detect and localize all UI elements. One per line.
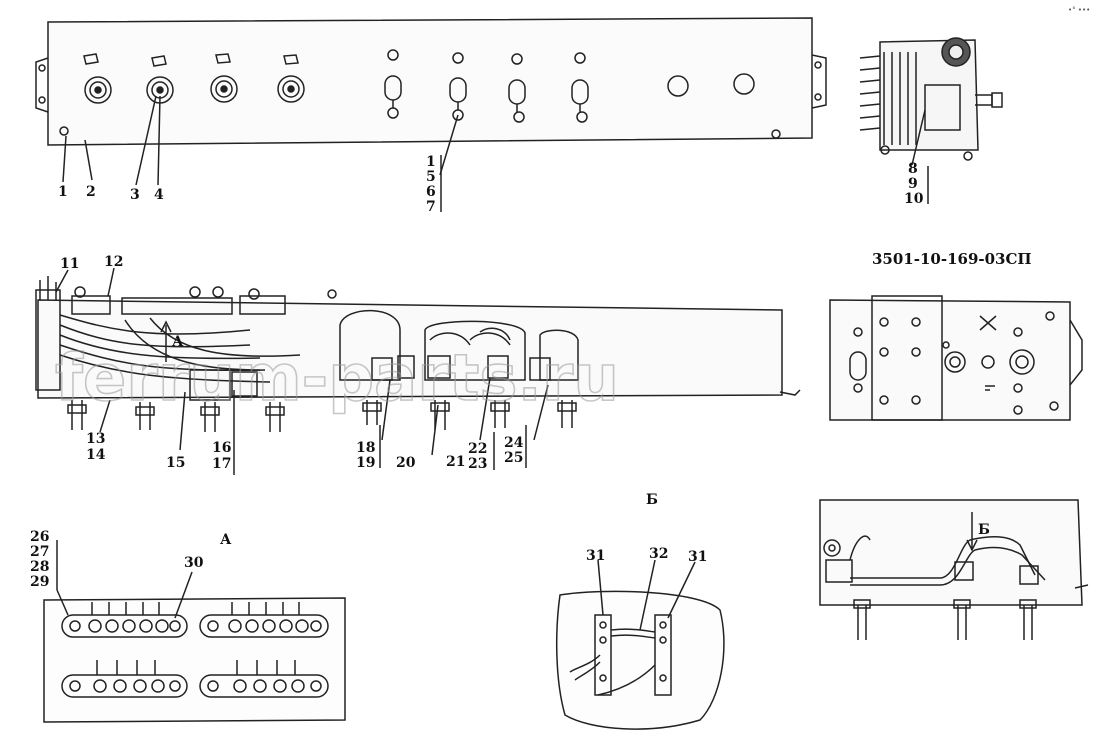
callout-12: 12 xyxy=(104,254,123,270)
arrow-b-label: Б xyxy=(978,522,990,538)
knob-1 xyxy=(83,53,112,104)
callout-2: 2 xyxy=(86,184,96,200)
callout-15: 15 xyxy=(166,455,185,471)
terminal-strip-1 xyxy=(61,602,188,638)
right-front-view xyxy=(829,295,1083,421)
callout-10: 10 xyxy=(904,191,924,207)
callout-30: 30 xyxy=(184,555,204,571)
callout-20: 20 xyxy=(396,455,416,471)
callout-9: 9 xyxy=(908,176,918,192)
corner-mark: •° ••• xyxy=(1068,6,1090,14)
callout-29: 29 xyxy=(30,574,49,590)
view-b-detail xyxy=(555,559,725,730)
main-section-view xyxy=(35,267,801,475)
knob-3 xyxy=(210,53,238,103)
view-a-label: А xyxy=(220,532,232,548)
callout-8: 8 xyxy=(908,161,918,177)
callout-27: 27 xyxy=(30,544,49,560)
callout-1b: 1 xyxy=(426,154,436,170)
callout-28: 28 xyxy=(30,559,49,575)
callout-25: 25 xyxy=(504,450,523,466)
toggle-1 xyxy=(384,49,402,119)
callout-17: 17 xyxy=(212,456,231,472)
callout-labels: 1 2 3 4 1 5 6 7 8 9 10 3501-10-169-03СП … xyxy=(30,154,1032,590)
callout-24: 24 xyxy=(504,435,524,451)
toggle-2 xyxy=(449,52,467,121)
callout-31-right: 31 xyxy=(688,549,707,565)
callout-18: 18 xyxy=(356,440,375,456)
right-section-view xyxy=(819,499,1089,640)
callout-11: 11 xyxy=(60,256,79,272)
bolt-row xyxy=(67,400,577,432)
callout-6: 6 xyxy=(426,184,436,200)
callout-19: 19 xyxy=(356,455,375,471)
front-panel-view xyxy=(35,17,827,212)
knob-4 xyxy=(277,54,305,103)
arrow-a-label: А xyxy=(172,334,184,350)
callout-22: 22 xyxy=(468,441,487,457)
watermark: ferrum-parts.ru xyxy=(55,342,619,416)
callout-13: 13 xyxy=(86,431,105,447)
callout-3: 3 xyxy=(130,187,140,203)
terminal-strip-2 xyxy=(199,602,329,638)
callout-5: 5 xyxy=(426,169,436,185)
terminal-strip-4 xyxy=(199,660,329,698)
view-a-terminal-strips xyxy=(43,540,346,723)
callout-14: 14 xyxy=(86,447,106,463)
callout-16: 16 xyxy=(212,440,231,456)
callout-26: 26 xyxy=(30,529,49,545)
view-b-label: Б xyxy=(646,492,658,508)
terminal-strip-3 xyxy=(61,660,188,698)
callout-32: 32 xyxy=(649,546,668,562)
toggle-3 xyxy=(508,53,526,123)
callout-31-left: 31 xyxy=(586,548,605,564)
callout-7: 7 xyxy=(426,199,436,215)
callout-4: 4 xyxy=(154,187,164,203)
side-view xyxy=(859,37,1003,204)
callout-21: 21 xyxy=(446,454,465,470)
callout-1: 1 xyxy=(58,184,68,200)
toggle-4 xyxy=(571,52,589,123)
callout-23: 23 xyxy=(468,456,487,472)
drawing-code: 3501-10-169-03СП xyxy=(872,250,1032,268)
